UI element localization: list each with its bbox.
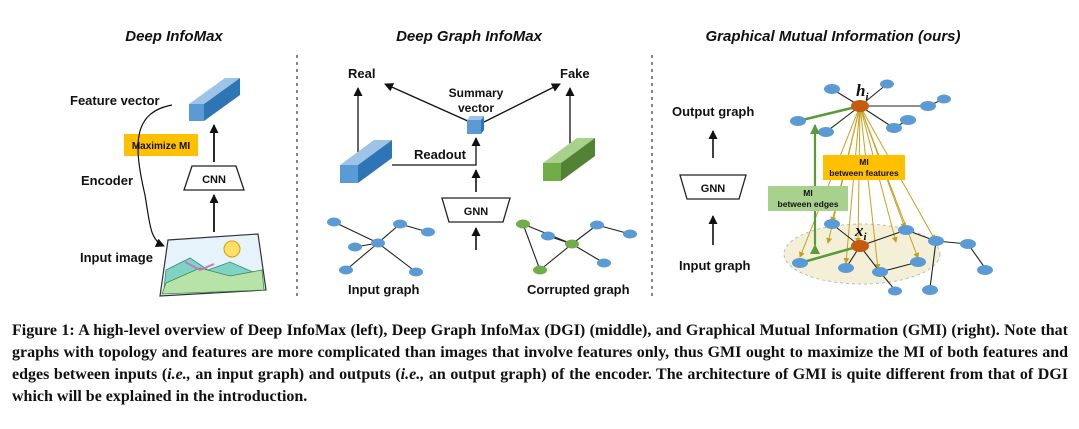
mi-edges-label-1: MI [803, 188, 812, 198]
corrupted-graph-label: Corrupted graph [527, 282, 630, 297]
summary-vector-box [467, 116, 484, 134]
gnn-block-dgi [441, 197, 511, 223]
feature-vector-label: Feature vector [70, 93, 160, 108]
readout-label: Readout [414, 147, 467, 162]
readout-arrow [392, 137, 481, 166]
dgi-corrupted-graph [516, 219, 637, 275]
real-label: Real [348, 66, 375, 81]
gmi-input-graph [792, 219, 993, 296]
node-h-i [851, 100, 869, 112]
cnn-label: CNN [202, 174, 226, 186]
maximize-mi-box [124, 134, 198, 156]
input-image-label: Input image [80, 250, 153, 265]
summary-vector-label-1: Summary [449, 86, 504, 100]
gmi-output-graph [790, 79, 951, 137]
arrow-summary-to-real [384, 83, 471, 123]
output-graph-label: Output graph [672, 104, 754, 119]
feature-vector-box [189, 78, 240, 121]
panel-title-gmi: Graphical Mutual Information (ours) [705, 28, 960, 45]
panel-deep-graph-infomax: Deep Graph InfoMax Real Fake Summary vec… [327, 28, 637, 297]
gnn-label-dgi: GNN [464, 206, 489, 218]
figure-caption: Figure 1: A high-level overview of Deep … [12, 322, 1069, 405]
panel-title-dgi: Deep Graph InfoMax [396, 28, 543, 45]
input-neighborhood-ellipse [783, 223, 941, 285]
encoder-curve-arrow [137, 104, 173, 247]
mi-edges-label-2: between edges [778, 199, 839, 209]
panel-title-dim: Deep InfoMax [125, 28, 223, 45]
panel-deep-infomax: Deep InfoMax Feature vector Maximize MI … [70, 28, 267, 297]
x-i-label: xi [854, 221, 868, 243]
fake-embedding-bar [543, 138, 595, 181]
h-i-label: hi [856, 81, 869, 103]
summary-vector-label-2: vector [458, 101, 494, 115]
node-x-i [851, 240, 869, 252]
input-image-icon [159, 233, 267, 297]
arrow-summary-to-fake [483, 83, 561, 123]
gmi-input-graph-label: Input graph [679, 258, 751, 273]
encoder-label: Encoder [81, 173, 133, 188]
dgi-input-graph [327, 217, 435, 277]
dgi-input-graph-label: Input graph [348, 282, 420, 297]
figure-1: Deep InfoMax Feature vector Maximize MI … [70, 28, 993, 300]
gnn-block-gmi [679, 174, 747, 200]
mi-features-label-2: between features [829, 168, 899, 178]
gnn-label-gmi: GNN [701, 183, 726, 195]
mi-features-box [823, 155, 905, 180]
mi-edges-box [768, 186, 848, 211]
real-embedding-bar [340, 140, 392, 183]
fake-label: Fake [560, 66, 590, 81]
cnn-block [183, 165, 245, 191]
mi-features-label-1: MI [859, 157, 868, 167]
maximize-mi-label: Maximize MI [132, 141, 191, 152]
panel-gmi: Graphical Mutual Information (ours) Outp… [672, 28, 993, 296]
